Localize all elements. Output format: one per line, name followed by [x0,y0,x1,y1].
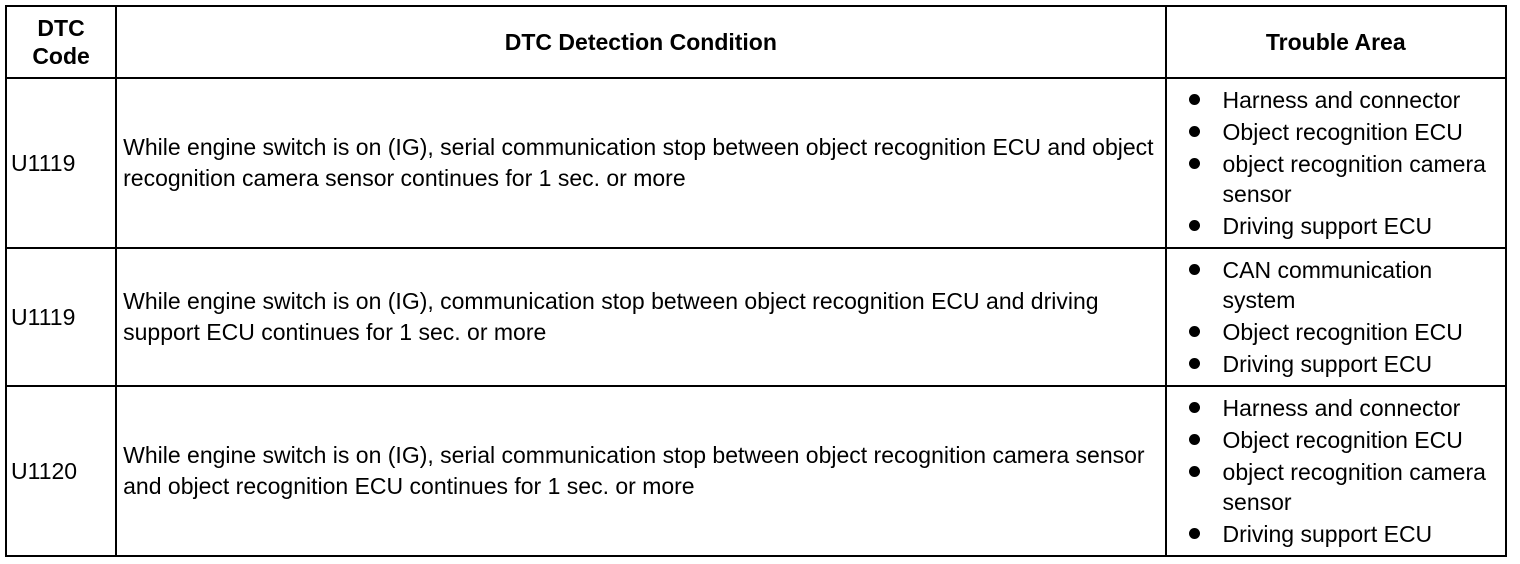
bullet-icon [1188,326,1200,337]
table-row: U1120 While engine switch is on (IG), se… [4,385,1508,557]
list-item: Object recognition ECU [1187,317,1501,347]
dtc-code-cell: U1119 [4,77,118,249]
trouble-area-text: Object recognition ECU [1222,319,1463,345]
header-dtc-code: DTC Code [4,5,118,79]
bullet-icon [1188,402,1200,413]
list-item: Harness and connector [1187,85,1501,115]
list-item: Driving support ECU [1187,349,1501,379]
table-row: U1119 While engine switch is on (IG), co… [4,247,1508,387]
detection-condition-cell: While engine switch is on (IG), serial c… [115,77,1167,249]
list-item: Driving support ECU [1187,211,1501,241]
table-header-row: DTC Code DTC Detection Condition Trouble… [4,5,1508,79]
dtc-table: DTC Code DTC Detection Condition Trouble… [4,5,1508,557]
bullet-icon [1188,264,1200,275]
table-row: U1119 While engine switch is on (IG), se… [4,77,1508,249]
trouble-area-text: Driving support ECU [1222,521,1433,547]
bullet-icon [1188,528,1200,539]
trouble-area-text: Driving support ECU [1222,351,1433,377]
trouble-area-text: Object recognition ECU [1222,119,1463,145]
trouble-area-text: object recognition camera sensor [1222,459,1486,515]
trouble-area-text: CAN communication system [1222,257,1433,313]
trouble-area-text: Driving support ECU [1222,213,1433,239]
trouble-area-list: CAN communication system Object recognit… [1187,255,1501,379]
list-item: Object recognition ECU [1187,425,1501,455]
bullet-icon [1188,94,1200,105]
bullet-icon [1188,126,1200,137]
list-item: Driving support ECU [1187,519,1501,549]
trouble-area-list: Harness and connector Object recognition… [1187,85,1501,241]
list-item: object recognition camera sensor [1187,457,1501,517]
trouble-area-cell: Harness and connector Object recognition… [1164,77,1508,249]
trouble-area-cell: Harness and connector Object recognition… [1164,385,1508,557]
header-dtc-code-line2: Code [32,43,90,69]
header-dtc-code-line1: DTC [37,15,85,41]
trouble-area-text: Harness and connector [1222,87,1461,113]
trouble-area-list: Harness and connector Object recognition… [1187,393,1501,549]
bullet-icon [1188,158,1200,169]
list-item: CAN communication system [1187,255,1501,315]
list-item: Harness and connector [1187,393,1501,423]
header-trouble-area: Trouble Area [1164,5,1508,79]
detection-condition-cell: While engine switch is on (IG), communic… [115,247,1167,387]
list-item: Object recognition ECU [1187,117,1501,147]
header-detection-condition: DTC Detection Condition [115,5,1167,79]
trouble-area-cell: CAN communication system Object recognit… [1164,247,1508,387]
bullet-icon [1188,220,1200,231]
trouble-area-text: Harness and connector [1222,395,1461,421]
bullet-icon [1188,434,1200,445]
bullet-icon [1188,358,1200,369]
list-item: object recognition camera sensor [1187,149,1501,209]
detection-condition-cell: While engine switch is on (IG), serial c… [115,385,1167,557]
dtc-code-cell: U1119 [4,247,118,387]
trouble-area-text: object recognition camera sensor [1222,151,1486,207]
dtc-code-cell: U1120 [4,385,118,557]
trouble-area-text: Object recognition ECU [1222,427,1463,453]
bullet-icon [1188,466,1200,477]
